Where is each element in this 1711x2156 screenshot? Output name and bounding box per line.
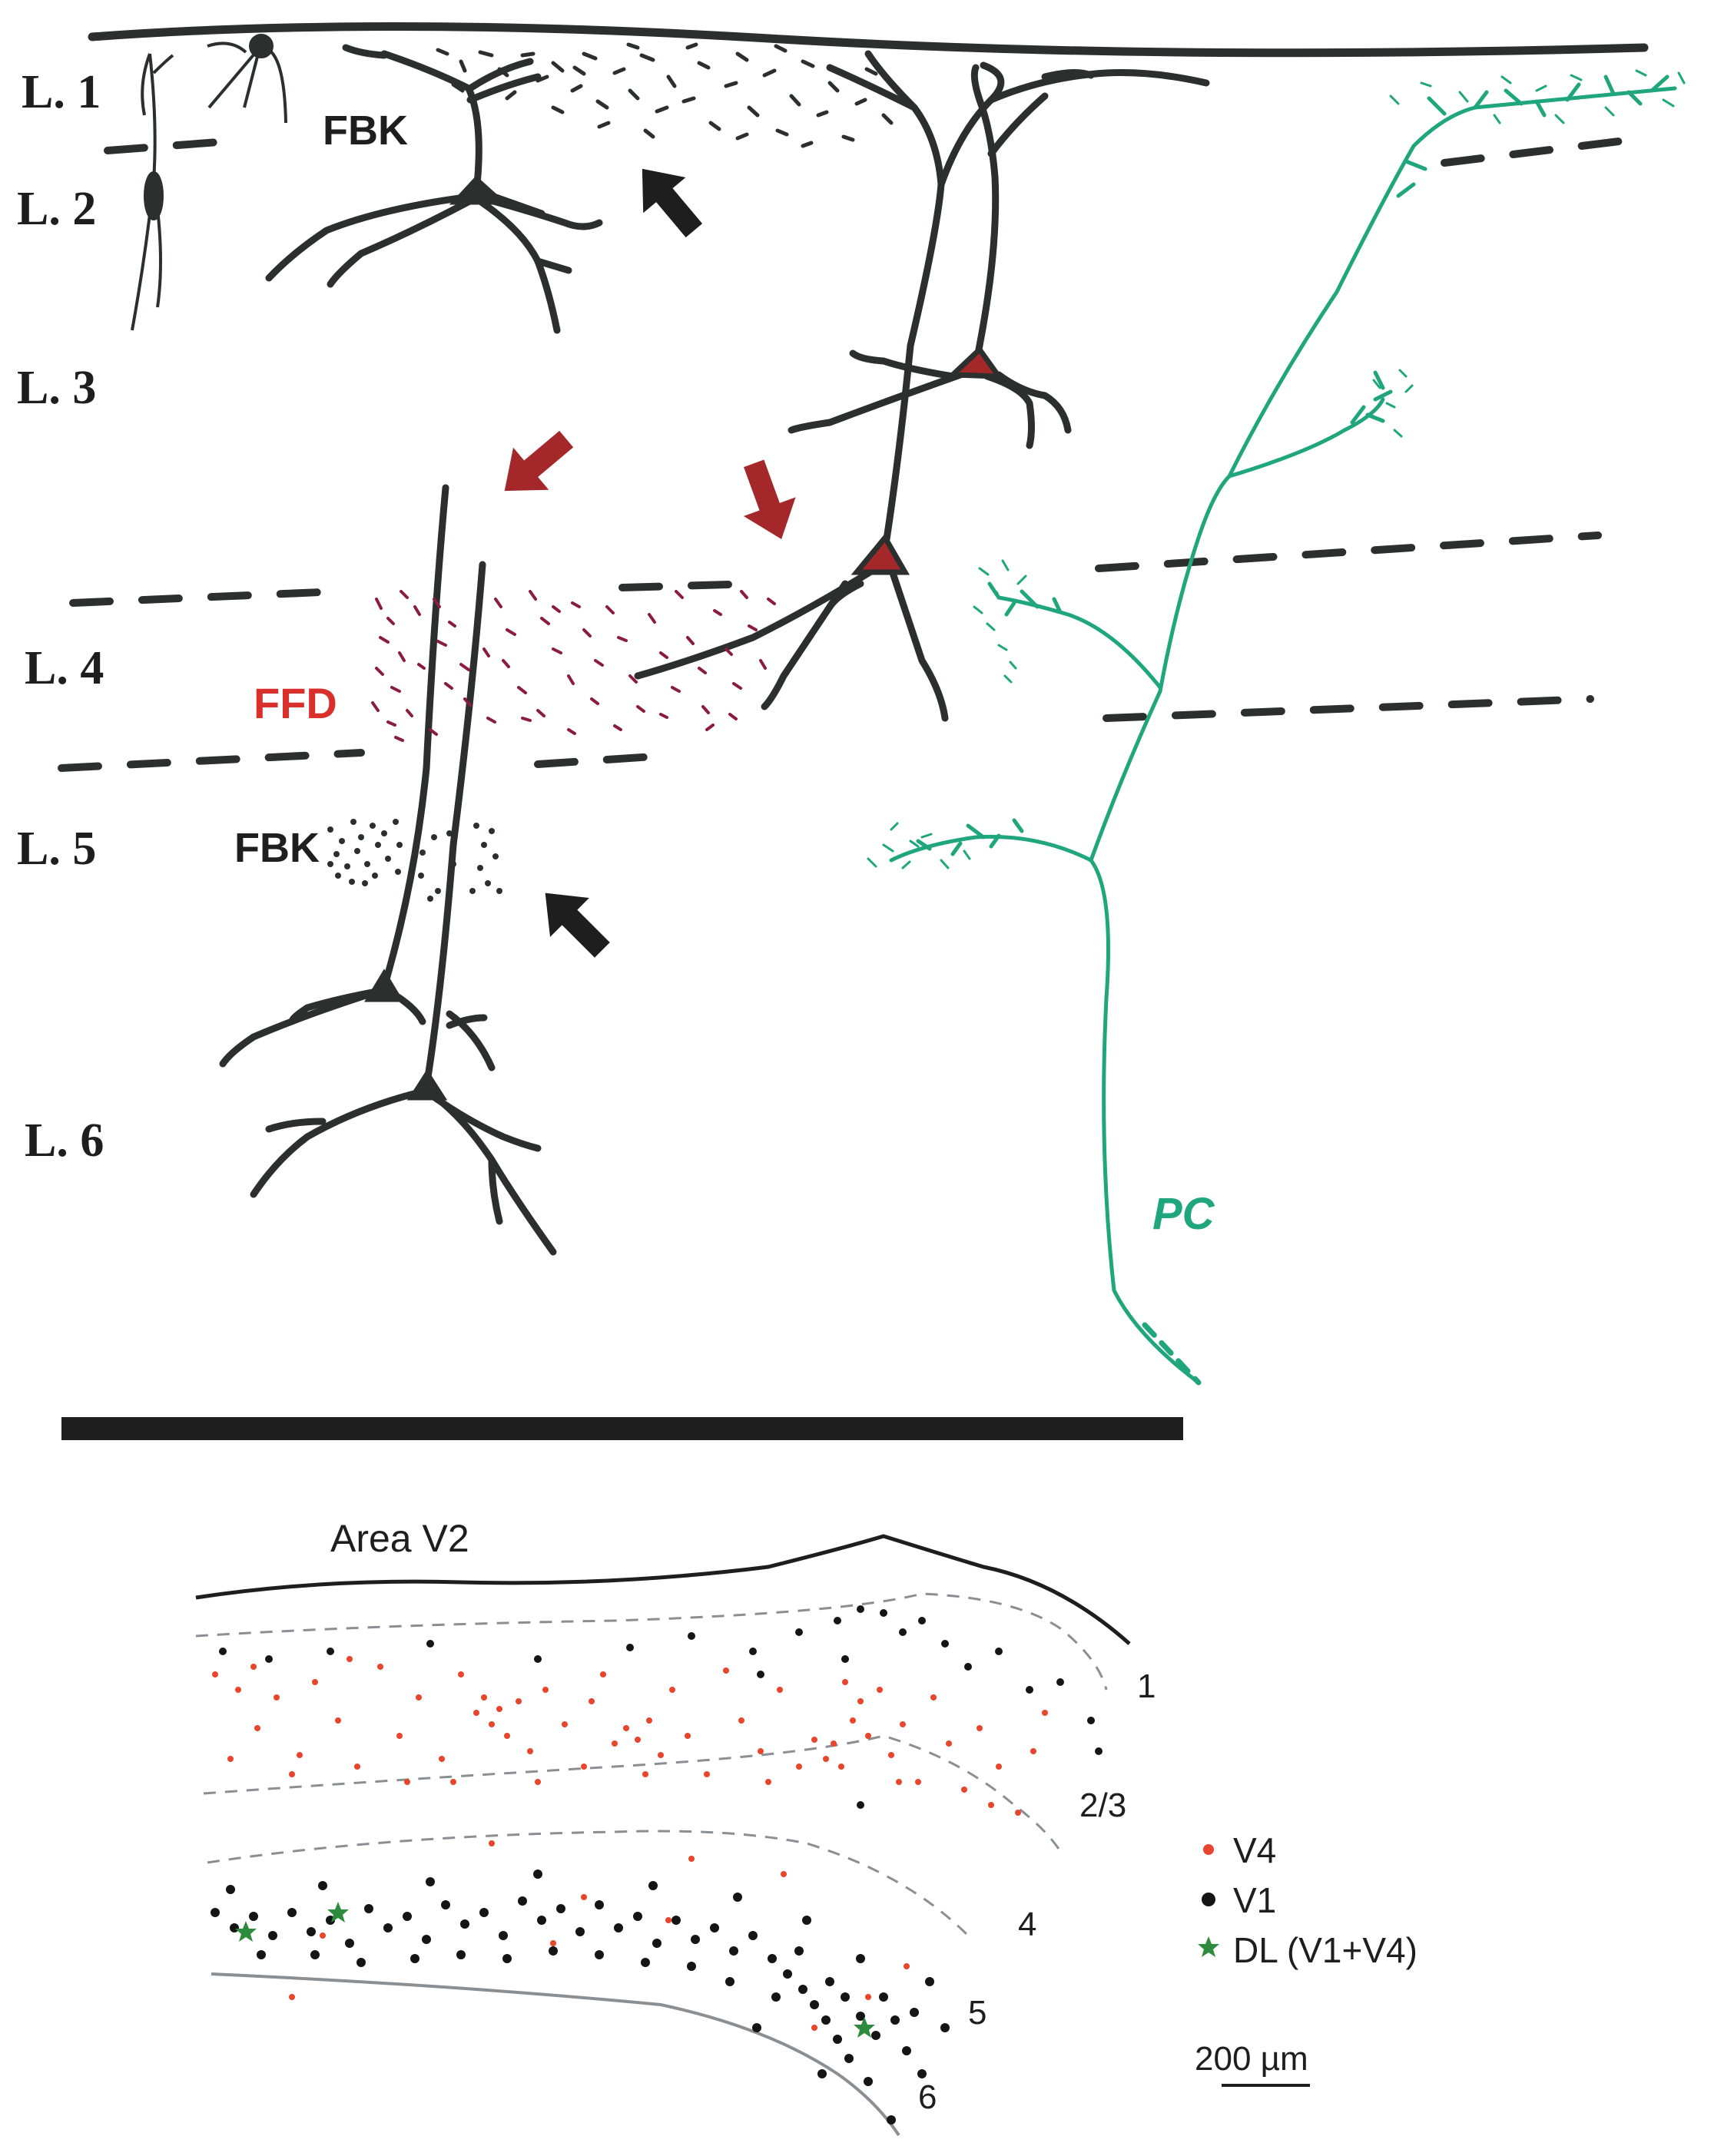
- l5-feedback-terminals: [327, 819, 502, 902]
- layer-label-1: L. 1: [22, 66, 101, 118]
- legend-dl-marker: [1198, 1936, 1219, 1957]
- l4-feedforward-terminals: [371, 590, 776, 742]
- v2-section-panel: Area V2: [195, 1517, 1418, 2137]
- pc-axon: [889, 75, 1677, 1385]
- section-layer-23: 2/3: [1079, 1787, 1126, 1824]
- section-layer-6: 6: [918, 2078, 937, 2116]
- boundary-4-5: [207, 1830, 970, 1937]
- v1-labeled-cells: [211, 1605, 1103, 2125]
- layer-label-4: L. 4: [25, 642, 104, 694]
- l2-bipolar-cell-body: [144, 171, 164, 220]
- boundary-l4-l5-mid: [534, 753, 657, 768]
- l1-feedback-terminals: [436, 42, 894, 148]
- dl-double-labeled-cells: [235, 1902, 875, 2038]
- l1-cell-body: [249, 34, 274, 58]
- fbk-label-layer5: FBK: [234, 825, 320, 871]
- cell-legend: V4 V1 DL (V1+V4): [1198, 1830, 1418, 1970]
- laminar-schematic: L. 1 L. 2 L. 3 L. 4 L. 5 L. 6: [17, 22, 1686, 1386]
- fbk-label-layer1: FBK: [323, 108, 408, 154]
- section-pial-surface: [195, 1534, 1131, 1645]
- layer-label-3: L. 3: [17, 362, 96, 414]
- pc-axon-terminals: [867, 69, 1686, 869]
- section-layer-4: 4: [1018, 1906, 1036, 1943]
- boundary-l1-l2-left: [104, 137, 242, 154]
- boundary-l3-l4-mid: [618, 580, 757, 591]
- section-layer-1: 1: [1137, 1668, 1156, 1705]
- l3-large-pyramidal-neuron: [634, 50, 1210, 722]
- boundary-1-23: [195, 1592, 1108, 1691]
- section-layer-labels: 1 2/3 4 5 6: [918, 1668, 1156, 2116]
- feedback-arrow-lower: [545, 893, 610, 958]
- feedforward-arrow-left: [504, 430, 574, 492]
- l3-medium-pyramidal-neuron: [788, 64, 1072, 449]
- boundary-23-4: [203, 1734, 1062, 1852]
- l2-pyramidal-neuron: [265, 44, 603, 334]
- boundary-5-6: [211, 1972, 900, 2137]
- legend-v4-label: V4: [1233, 1830, 1276, 1870]
- deep-pyramidal-neurons: [219, 484, 557, 1256]
- layer-label-6: L. 6: [25, 1114, 104, 1167]
- pc-axon-dashed-end: [1142, 1322, 1202, 1386]
- boundary-l1-l2-right: [1441, 134, 1648, 167]
- boundary-l4-l5-right: [1103, 695, 1594, 722]
- boundary-l3-l4-right: [1095, 532, 1602, 572]
- v4-labeled-cells: [212, 1656, 1048, 2031]
- legend-dl-label: DL (V1+V4): [1233, 1930, 1418, 1970]
- projection-arrows: [504, 168, 796, 958]
- section-layer-boundaries: [195, 1592, 1108, 1937]
- layer-label-2: L. 2: [17, 183, 96, 235]
- layer-labels: L. 1 L. 2 L. 3 L. 4 L. 5 L. 6: [17, 66, 104, 1167]
- feedforward-arrow-right: [743, 459, 796, 539]
- panel-separator: [61, 1417, 1183, 1440]
- layer-label-5: L. 5: [17, 823, 96, 875]
- section-title: Area V2: [330, 1517, 469, 1560]
- scale-bar: 200 µm: [1195, 2040, 1310, 2087]
- superficial-small-cells: [131, 34, 287, 331]
- ffd-label: FFD: [254, 679, 337, 727]
- legend-v1-marker: [1202, 1893, 1215, 1906]
- l1-cell-processes: [207, 41, 287, 124]
- legend-v1-label: V1: [1233, 1880, 1276, 1920]
- boundary-l3-l4-left: [69, 588, 342, 607]
- feedback-arrow-upper: [642, 168, 703, 238]
- pc-label: PC: [1152, 1189, 1215, 1239]
- section-layer-5: 5: [968, 1994, 986, 2032]
- pial-surface-line: [88, 22, 1649, 58]
- boundary-l4-l5-left: [58, 749, 365, 772]
- legend-v4-marker: [1203, 1844, 1214, 1855]
- layer-boundaries: [58, 134, 1648, 772]
- scale-bar-label: 200 µm: [1195, 2040, 1308, 2078]
